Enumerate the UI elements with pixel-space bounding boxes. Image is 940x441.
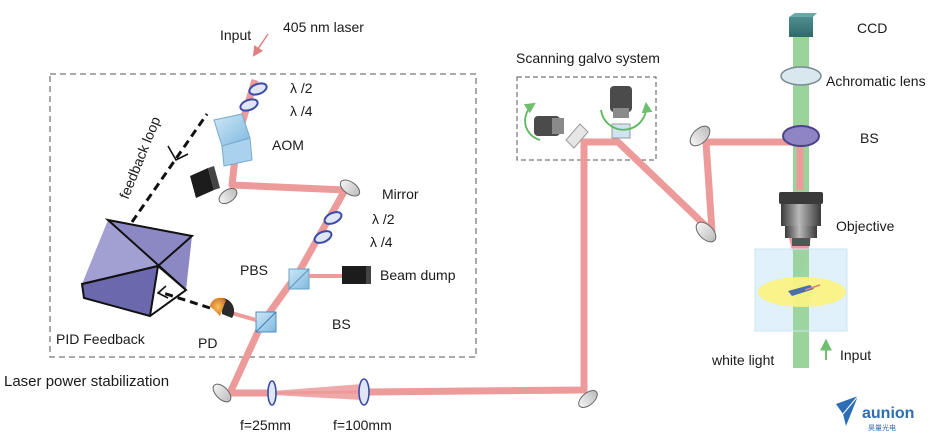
mirror-6 — [689, 125, 711, 147]
label-input-top: Input — [220, 27, 251, 43]
photodiode — [210, 297, 235, 318]
bs-cube-left — [255, 311, 277, 333]
label-half-wave-1: λ /2 — [290, 80, 313, 96]
galvo-rotation-arrow-1 — [523, 102, 541, 141]
pd-signal-line — [159, 290, 211, 310]
label-lens-f1: f=25mm — [240, 417, 291, 433]
label-pd: PD — [198, 335, 217, 351]
laser-input-arrow — [252, 33, 269, 57]
label-lens-f2: f=100mm — [333, 417, 392, 433]
waveplate-lambda2-2 — [323, 211, 343, 225]
aunion-logo: aunion 昊量光电 — [836, 395, 914, 432]
logo-sub: 昊量光电 — [868, 423, 896, 432]
pid-feedback-box — [80, 218, 195, 318]
label-aom: AOM — [272, 137, 304, 153]
label-bs-right: BS — [860, 130, 879, 146]
galvo-rotation-arrow-2 — [600, 101, 653, 131]
galvo-mirror-1 — [534, 116, 589, 149]
logo-brand: aunion — [862, 405, 914, 422]
label-quarter-wave-2: λ /4 — [370, 234, 393, 250]
waveplate-lambda4-1 — [239, 98, 259, 112]
bs-right — [782, 125, 820, 147]
paper-plane-icon — [836, 396, 858, 426]
aom-beam-block — [190, 166, 220, 198]
mirror-2 — [339, 179, 361, 197]
label-achromatic: Achromatic lens — [826, 73, 926, 89]
label-input-bottom: Input — [840, 347, 871, 363]
label-mirror: Mirror — [382, 186, 419, 202]
beam-dump — [342, 266, 371, 284]
label-laser: 405 nm laser — [283, 19, 364, 35]
label-white-light: white light — [711, 352, 774, 368]
label-bs-left: BS — [332, 316, 351, 332]
objective-lens — [779, 192, 823, 246]
sample-emission — [804, 284, 821, 291]
beam-expander-cone — [272, 384, 362, 400]
pbs-cube — [288, 268, 310, 290]
achromatic-lens — [780, 66, 822, 86]
label-galvo: Scanning galvo system — [516, 50, 660, 66]
aom-crystal — [213, 113, 253, 167]
label-quarter-wave-1: λ /4 — [290, 103, 313, 119]
ccd-camera — [789, 13, 817, 37]
label-pid-feedback: PID Feedback — [56, 331, 146, 347]
label-ccd: CCD — [857, 20, 887, 36]
label-beam-dump: Beam dump — [380, 267, 456, 283]
label-stabilization: Laser power stabilization — [4, 373, 169, 390]
mirror-1 — [218, 187, 238, 205]
galvo-mirror-2 — [610, 86, 632, 139]
feedback-loop-arrowhead — [167, 145, 189, 162]
feedback-loop-line — [130, 113, 209, 223]
pd-signal-arrowhead — [156, 285, 169, 299]
label-objective: Objective — [836, 218, 895, 234]
lens-f100 — [358, 378, 370, 406]
mirror-4 — [578, 390, 598, 408]
label-pbs: PBS — [240, 262, 268, 278]
mirror-3 — [212, 383, 232, 403]
waveplate-lambda4-2 — [313, 230, 333, 244]
sample-overlay — [754, 248, 848, 332]
mirror-5 — [695, 221, 717, 243]
waveplate-lambda2-1 — [248, 82, 268, 96]
lens-f25 — [267, 380, 277, 406]
stabilization-box — [49, 73, 477, 358]
sample-flake — [788, 285, 814, 296]
label-half-wave-2: λ /2 — [372, 211, 395, 227]
